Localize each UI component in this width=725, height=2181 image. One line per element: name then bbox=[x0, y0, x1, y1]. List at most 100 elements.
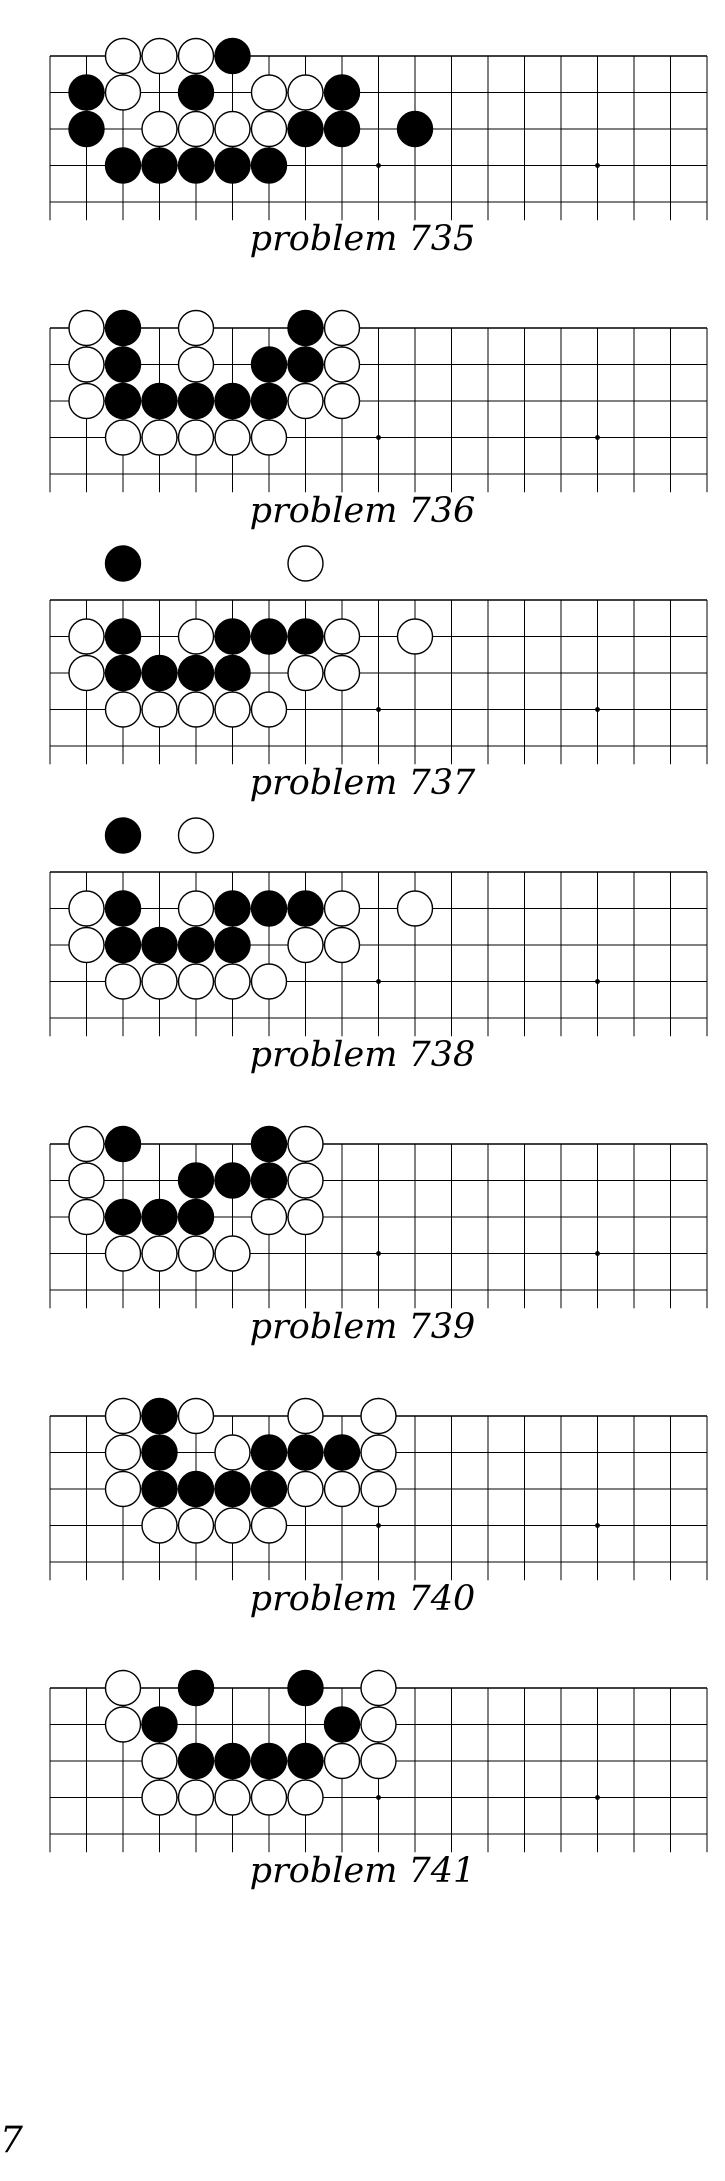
black-stone bbox=[141, 1434, 178, 1471]
white-stone bbox=[177, 963, 215, 1000]
black-stone bbox=[104, 346, 142, 383]
white-stone bbox=[141, 1742, 178, 1780]
white-stone bbox=[177, 890, 215, 927]
go-board bbox=[49, 37, 708, 221]
star-point bbox=[595, 979, 600, 984]
white-stone bbox=[68, 382, 105, 420]
white-stone bbox=[68, 618, 105, 655]
black-stone bbox=[104, 1125, 142, 1163]
black-stone bbox=[287, 618, 324, 655]
white-stone bbox=[104, 1470, 142, 1508]
black-stone bbox=[104, 926, 142, 964]
white-stone bbox=[323, 382, 361, 420]
white-stone bbox=[68, 1198, 105, 1236]
black-stone bbox=[287, 309, 324, 347]
go-board bbox=[49, 1397, 708, 1581]
white-stone bbox=[323, 926, 361, 964]
black-stone bbox=[214, 618, 251, 655]
black-stone bbox=[141, 147, 178, 184]
problem-caption: problem 741 bbox=[249, 1851, 476, 1891]
white-stone bbox=[177, 1397, 215, 1435]
black-stone bbox=[250, 1162, 288, 1199]
white-stone bbox=[214, 1434, 251, 1471]
white-stone bbox=[104, 1706, 142, 1743]
white-stone bbox=[68, 1162, 105, 1199]
black-stone bbox=[104, 382, 142, 420]
black-stone bbox=[214, 890, 251, 927]
black-stone bbox=[177, 382, 215, 420]
black-stone bbox=[250, 1742, 288, 1780]
black-stone bbox=[104, 654, 142, 692]
black-stone bbox=[177, 1162, 215, 1199]
white-stone bbox=[214, 110, 251, 148]
white-stone bbox=[177, 1235, 215, 1272]
black-stone bbox=[141, 382, 178, 420]
black-stone bbox=[104, 618, 142, 655]
black-stone bbox=[141, 1706, 178, 1743]
white-stone bbox=[250, 1507, 288, 1544]
black-stone bbox=[177, 1669, 215, 1707]
white-stone bbox=[323, 654, 361, 692]
white-stone bbox=[323, 890, 361, 927]
black-stone bbox=[323, 110, 361, 148]
white-stone bbox=[396, 618, 434, 655]
white-stone bbox=[214, 1779, 251, 1816]
problem-caption: problem 736 bbox=[249, 491, 476, 531]
go-board bbox=[49, 817, 708, 1037]
white-stone bbox=[323, 618, 361, 655]
white-stone bbox=[177, 37, 215, 75]
white-stone bbox=[141, 1779, 178, 1816]
black-stone bbox=[214, 654, 251, 692]
white-stone bbox=[360, 1434, 397, 1471]
white-stone bbox=[177, 1779, 215, 1816]
white-stone bbox=[360, 1742, 397, 1780]
star-point bbox=[595, 707, 600, 712]
go-board bbox=[49, 309, 708, 493]
white-stone bbox=[250, 419, 288, 456]
black-stone bbox=[287, 890, 324, 927]
white-stone bbox=[360, 1397, 397, 1435]
black-stone bbox=[177, 1742, 215, 1780]
problem-caption: problem 738 bbox=[249, 1035, 476, 1075]
black-stone bbox=[141, 926, 178, 964]
white-stone bbox=[214, 691, 251, 728]
black-stone bbox=[250, 618, 288, 655]
problem-caption: problem 735 bbox=[249, 219, 476, 259]
black-stone bbox=[104, 545, 142, 582]
problem-3: problem 737 bbox=[0, 544, 725, 809]
black-stone bbox=[250, 346, 288, 383]
star-point bbox=[595, 435, 600, 440]
black-stone bbox=[104, 1198, 142, 1236]
problem-caption: problem 739 bbox=[249, 1307, 476, 1347]
problem-1: problem 735 bbox=[0, 0, 725, 265]
white-stone bbox=[104, 1397, 142, 1435]
problem-4: problem 738 bbox=[0, 816, 725, 1081]
star-point bbox=[376, 1251, 381, 1256]
white-stone bbox=[104, 37, 142, 75]
white-stone bbox=[104, 1235, 142, 1272]
white-stone bbox=[287, 1198, 324, 1236]
white-stone bbox=[250, 963, 288, 1000]
black-stone bbox=[287, 1434, 324, 1471]
white-stone bbox=[360, 1669, 397, 1707]
problem-caption: problem 737 bbox=[249, 763, 476, 803]
white-stone bbox=[177, 691, 215, 728]
white-stone bbox=[141, 1507, 178, 1544]
white-stone bbox=[68, 309, 105, 347]
white-stone bbox=[177, 817, 215, 854]
white-stone bbox=[177, 346, 215, 383]
white-stone bbox=[323, 346, 361, 383]
white-stone bbox=[287, 926, 324, 964]
black-stone bbox=[250, 1470, 288, 1508]
star-point bbox=[376, 435, 381, 440]
black-stone bbox=[214, 1742, 251, 1780]
star-point bbox=[595, 163, 600, 168]
black-stone bbox=[287, 346, 324, 383]
black-stone bbox=[68, 110, 105, 148]
white-stone bbox=[104, 691, 142, 728]
black-stone bbox=[177, 1198, 215, 1236]
white-stone bbox=[214, 419, 251, 456]
star-point bbox=[376, 707, 381, 712]
white-stone bbox=[68, 346, 105, 383]
black-stone bbox=[250, 147, 288, 184]
